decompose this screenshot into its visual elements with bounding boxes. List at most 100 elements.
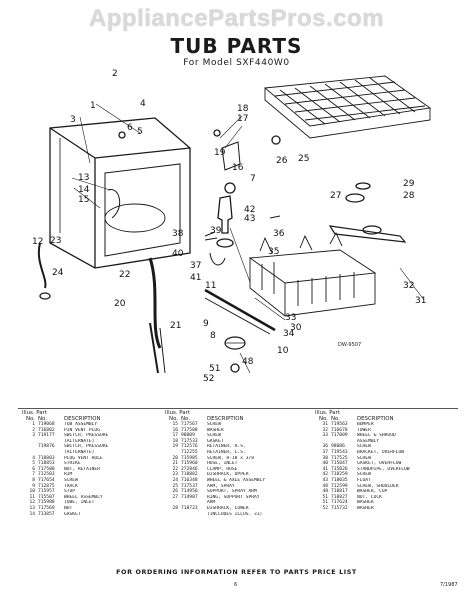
description: (ALTERNATE)	[64, 438, 95, 444]
model-line: For Model SXF440W0	[183, 58, 290, 68]
hdr-illus: Illus. Part	[165, 410, 190, 416]
illus-no: 15	[172, 422, 178, 427]
illus-no: 8	[32, 477, 35, 483]
description: NUT	[64, 505, 73, 511]
part-no: 716678	[331, 427, 348, 433]
callout-43: 43	[244, 214, 255, 224]
part-no	[181, 512, 207, 518]
illus-no: 2	[32, 427, 35, 433]
illus-no: 41	[322, 466, 328, 472]
description: WHEEL & SHROUD	[357, 433, 396, 439]
document-code: 7/1987	[440, 582, 458, 588]
part-no: 715960	[181, 461, 198, 467]
description: RETAINER, R.S.	[207, 444, 246, 450]
callout-34: 34	[283, 329, 295, 339]
hdr-desc: DESCRIPTION	[64, 416, 101, 422]
description: GASKET	[207, 438, 224, 444]
callout-6: 6	[127, 123, 133, 133]
callout-52: 52	[203, 374, 214, 384]
callout-5: 5	[137, 127, 143, 137]
callout-42: 42	[244, 205, 255, 215]
table-row: ARM	[165, 500, 307, 506]
description: PIN VENT PLUG	[64, 427, 100, 433]
description: RING, SUPPORT SPRAY	[207, 494, 260, 500]
callout-20: 20	[114, 299, 126, 309]
part-no: 717588	[181, 427, 198, 433]
hdr-part: No.	[38, 416, 47, 422]
description: WASHER	[357, 505, 374, 511]
part-no: 714907	[181, 494, 198, 500]
callout-labels: 1 2 3 4 5 6 7 8 9 10 11 12 13 14 15 16 1…	[32, 69, 426, 384]
callout-28: 28	[403, 191, 415, 201]
description: WHEEL ASSEMBLY	[64, 494, 103, 500]
illus-no: 40	[322, 461, 328, 467]
description: SCREW	[207, 422, 221, 427]
dishrack-track	[204, 288, 276, 332]
table-row: (ALTERNATE)	[22, 439, 164, 445]
part-no: 272846	[181, 466, 198, 472]
callout-9: 9	[203, 319, 209, 329]
illus-no: 24	[172, 477, 178, 483]
illus-no: 4	[32, 455, 35, 461]
description: (INCLUDES ILLUS. 31)	[207, 511, 263, 517]
illus-no: 51	[322, 500, 328, 506]
illus-no: 33	[322, 433, 328, 439]
table-divider	[18, 408, 458, 409]
illus-no: 25	[172, 483, 178, 489]
callout-1: 1	[90, 101, 96, 111]
part-no: 717537	[181, 483, 198, 489]
callout-37: 37	[190, 261, 201, 271]
part-no: 717624	[331, 500, 348, 506]
description: DISHRACK, UPPER	[207, 472, 249, 478]
callout-32: 32	[403, 281, 414, 291]
illus-no: 52	[322, 505, 328, 511]
callout-27: 27	[330, 191, 341, 201]
callout-22: 22	[119, 270, 130, 280]
description: WASHER, CUP	[357, 489, 388, 495]
illus-no: 28	[172, 505, 178, 511]
callout-39: 39	[210, 226, 222, 236]
callout-30: 30	[290, 323, 302, 333]
part-no: 712576	[181, 444, 198, 450]
callout-51: 51	[209, 364, 220, 374]
part-no: 717569	[38, 505, 55, 511]
callout-19: 19	[214, 148, 226, 158]
tub-assembly	[49, 117, 191, 269]
part-no: 715985	[181, 455, 198, 461]
lower-dishrack	[248, 231, 377, 317]
hdr-part: No.	[181, 416, 190, 422]
illus-no: 20	[172, 455, 178, 461]
hdr-illus: Illus. Part	[315, 410, 340, 416]
hdr-illus: Illus. Part	[22, 410, 47, 416]
description: HOSE, INLET	[207, 461, 238, 467]
part-no: 718035	[331, 477, 348, 483]
part-no: 712875	[38, 483, 55, 489]
part-no: 719177	[38, 433, 55, 439]
ordering-note: FOR ORDERING INFORMATION REFER TO PARTS …	[116, 568, 357, 576]
description: ASSEMBLY	[357, 438, 380, 444]
